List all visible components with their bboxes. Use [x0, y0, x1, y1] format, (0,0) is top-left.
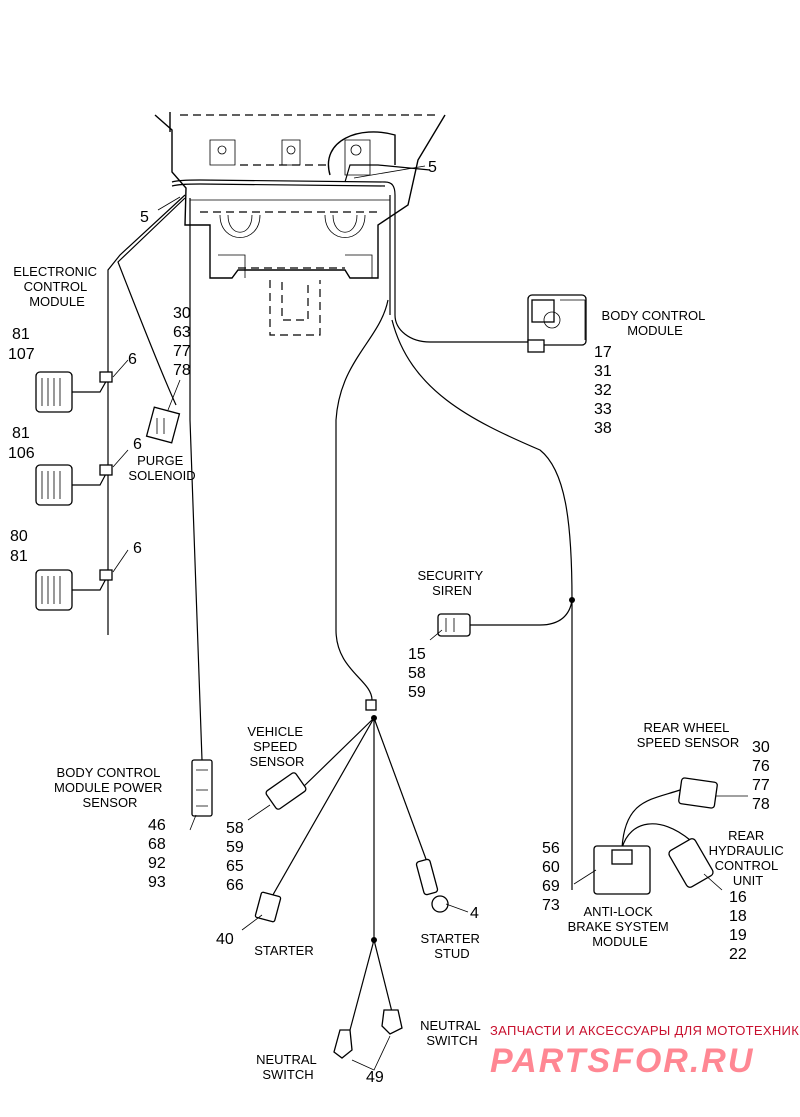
leader-lines [112, 165, 748, 1071]
ecm-label: ELECTRONIC CONTROL MODULE [13, 264, 100, 309]
callout-6-c: 6 [133, 540, 142, 557]
callout-group-abs: 56 60 69 73 [542, 840, 564, 914]
starter-stud-terminal [415, 858, 449, 913]
bcm-power-sensor-label: BODY CONTROL MODULE POWER SENSOR [54, 765, 166, 810]
callout-group-purge: 30 63 77 78 [173, 305, 195, 379]
callout-group-vss: 58 59 65 66 [226, 820, 248, 894]
lower-branch [269, 699, 431, 1031]
body-control-module-part [527, 294, 587, 353]
callout-group-siren: 15 58 59 [408, 646, 430, 701]
callout-group-ecm-c: 80 81 [10, 528, 32, 565]
callout-group-rear-wheel: 30 76 77 78 [752, 739, 774, 813]
watermark: ЗАПЧАСТИ И АКСЕССУАРЫ ДЛЯ МОТОТЕХНИКИ PA… [490, 1023, 800, 1080]
ecm-connectors [35, 371, 113, 611]
ecm-connector-b [35, 464, 113, 506]
chassis-frame [154, 112, 446, 336]
ecm-connector-a [35, 371, 113, 413]
callout-group-ecm-a: 81 107 [8, 326, 35, 363]
neutral-switch-right-label: NEUTRAL SWITCH [420, 1018, 484, 1048]
starter-label: STARTER [254, 943, 313, 958]
callout-49: 49 [366, 1069, 384, 1086]
abs-module-part [593, 845, 651, 895]
security-siren-connector [437, 597, 575, 637]
callout-group-ecm-b: 81 106 [8, 425, 35, 462]
abs-module-label: ANTI-LOCK BRAKE SYSTEM MODULE [568, 904, 673, 949]
watermark-tagline: ЗАПЧАСТИ И АКСЕССУАРЫ ДЛЯ МОТОТЕХНИКИ [490, 1023, 800, 1038]
vehicle-speed-sensor-label: VEHICLE SPEED SENSOR [247, 724, 306, 769]
security-siren-label: SECURITY SIREN [417, 568, 486, 598]
callout-6-a: 6 [128, 351, 137, 368]
rear-wheel-speed-sensor-label: REAR WHEEL SPEED SENSOR [637, 720, 740, 750]
vehicle-speed-sensor-connector [265, 772, 307, 810]
callout-4: 4 [470, 905, 479, 922]
callout-5-left: 5 [140, 209, 149, 226]
callout-group-bcm-power: 46 68 92 93 [148, 817, 170, 891]
callout-5-right: 5 [428, 159, 437, 176]
abs-branch [621, 789, 691, 849]
callout-group-bcm: 17 31 32 33 38 [594, 344, 616, 437]
rear-wheel-speed-sensor-connector [678, 777, 718, 809]
rear-hcu-label: REAR HYDRAULIC CONTROL UNIT [709, 828, 788, 888]
component-labels: ELECTRONIC CONTROL MODULE BODY CONTROL M… [13, 264, 788, 1082]
main-harness [107, 164, 573, 890]
rear-hcu-connector [668, 838, 714, 888]
purge-solenoid-label: PURGE SOLENOID [128, 453, 195, 483]
purge-solenoid-connector [145, 406, 181, 444]
reference-numbers: 5 5 6 6 6 4 40 49 81 107 81 106 80 81 30… [8, 159, 774, 1086]
starter-connector [254, 891, 282, 923]
bcm-power-sensor-connector [191, 759, 213, 817]
bcm-label: BODY CONTROL MODULE [602, 308, 709, 338]
neutral-switch-left-label: NEUTRAL SWITCH [256, 1052, 320, 1082]
ecm-connector-c [35, 569, 113, 611]
callout-6-b: 6 [133, 436, 142, 453]
watermark-brand: PARTSFOR.RU [490, 1042, 754, 1080]
callout-40: 40 [216, 931, 234, 948]
callout-group-rear-hcu: 16 18 19 22 [729, 889, 751, 963]
neutral-switch-terminals [333, 1009, 403, 1059]
starter-stud-label: STARTER STUD [420, 931, 483, 961]
